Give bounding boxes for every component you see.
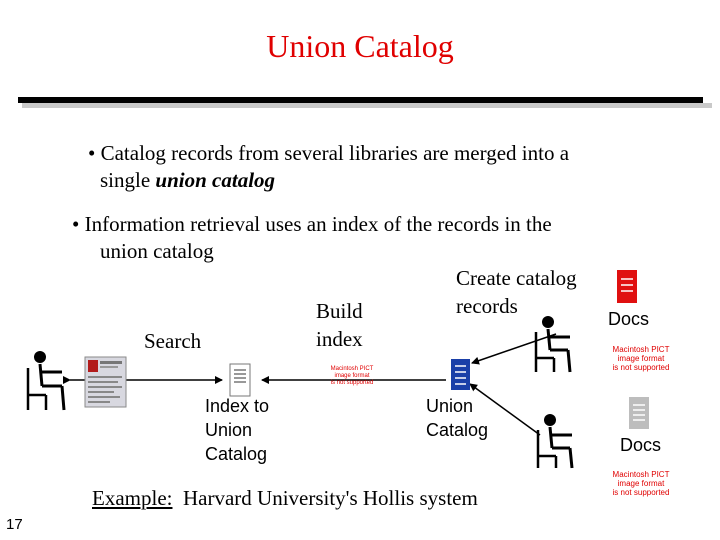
- slide-title: Union Catalog: [266, 28, 454, 64]
- title-rule-shadow: [22, 103, 712, 108]
- user-figure-docs-bottom: [536, 414, 574, 469]
- index-document-icon: [229, 363, 251, 397]
- bullet-1-emphasis: union catalog: [155, 168, 276, 192]
- slide-number: 17: [6, 516, 23, 533]
- bullet-1-line1: Catalog records from several libraries a…: [100, 141, 570, 165]
- bullet-dot: •: [72, 212, 85, 236]
- user-figure-docs-top: [534, 316, 572, 373]
- bullet-1: • Catalog records from several libraries…: [88, 140, 688, 194]
- title-rule: [18, 97, 703, 103]
- example-label: Example:: [92, 486, 173, 510]
- docs-label-bottom: Docs: [620, 435, 662, 455]
- union-catalog-document-icon: [451, 359, 470, 390]
- example-text: Harvard University's Hollis system: [172, 486, 478, 510]
- bullet-2-line2: union catalog: [100, 239, 214, 263]
- create-records-arrow: [471, 333, 557, 365]
- build-index-label: Build index: [316, 299, 363, 351]
- docs-label-top: Docs: [608, 309, 650, 329]
- example-line: Example: Harvard University's Hollis sys…: [92, 486, 478, 511]
- bullet-dot: •: [88, 141, 101, 165]
- index-to-union-catalog-label: Index to Union Catalog: [205, 396, 270, 464]
- docs-red-document-icon: [617, 270, 637, 303]
- union-connector-arrow: [469, 383, 541, 436]
- user-figure-search: [26, 351, 66, 411]
- search-screen-thumbnail: [84, 356, 127, 408]
- create-catalog-records-label: Create catalog records: [456, 266, 577, 318]
- bullet-2: • Information retrieval uses an index of…: [72, 211, 672, 265]
- union-catalog-label: Union Catalog: [426, 396, 489, 440]
- docs-gray-document-icon: [629, 397, 649, 429]
- search-label: Search: [144, 329, 202, 353]
- bullet-1-line2: single: [100, 168, 156, 192]
- bullet-2-line1: Information retrieval uses an index of t…: [84, 212, 552, 236]
